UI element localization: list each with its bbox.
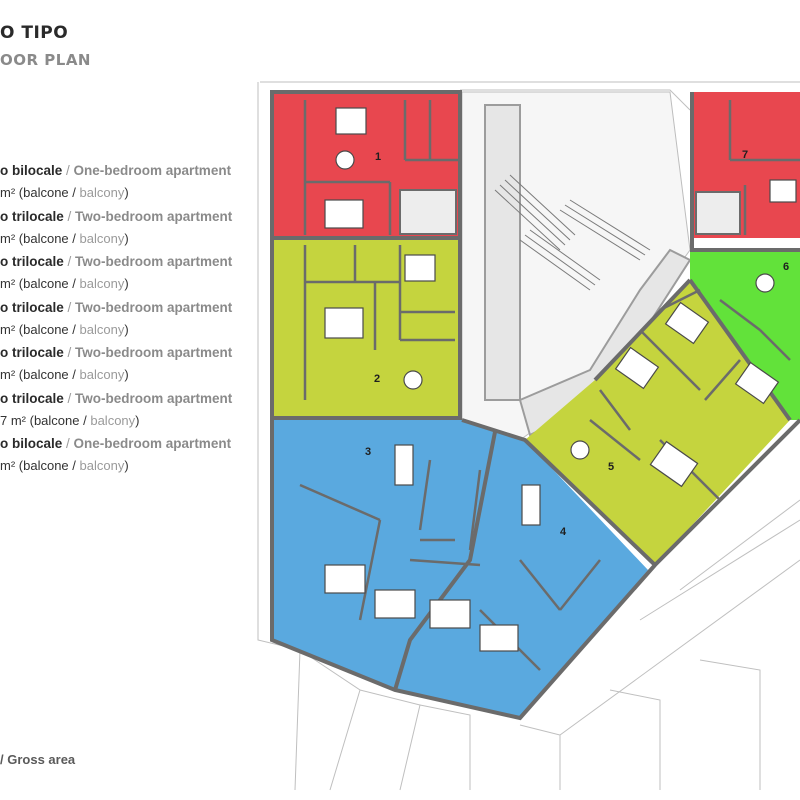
legend-type-it: o trilocale — [0, 345, 64, 360]
legend-type-it: o bilocale — [0, 163, 63, 178]
legend-area: m² — [0, 321, 16, 337]
legend-type-en: Two-bedroom apartment — [75, 345, 233, 360]
legend-type-en: One-bedroom apartment — [73, 436, 232, 451]
legend-area: m² — [0, 185, 16, 200]
legend-balcony: balcony — [79, 276, 125, 291]
legend-balcony: balcony — [79, 185, 125, 200]
apartment-5 — [525, 280, 790, 565]
legend-area: m² — [0, 367, 16, 382]
legend-area: m² — [0, 276, 16, 291]
legend-balcony: balcony — [79, 367, 125, 382]
apartment-number-6: 6 — [783, 261, 789, 273]
legend-item-5: o trilocale / Two-bedroom apartment m² (… — [0, 345, 233, 382]
legend-type-en: Two-bedroom apartment — [75, 299, 233, 315]
page-title: O TIPO — [0, 23, 69, 43]
apartment-1 — [272, 92, 460, 238]
legend-balcone: balcone — [23, 321, 69, 337]
apartment-number-3: 3 — [365, 446, 371, 458]
legend-type-it: o trilocale — [0, 254, 64, 269]
legend-item-7: o bilocale / One-bedroom apartment m² (b… — [0, 436, 232, 473]
legend-type-it: o trilocale — [0, 390, 64, 406]
legend-balcony: balcony — [79, 458, 125, 473]
apartment-3 — [272, 420, 495, 690]
apartment-4-area — [395, 432, 648, 718]
floor-plan: 1 2 3 4 5 6 7 — [257, 81, 800, 791]
legend-item-6: o trilocale / Two-bedroom apartment 7 m²… — [0, 390, 233, 428]
legend-item-3: o trilocale / Two-bedroom apartment m² (… — [0, 254, 233, 291]
apartment-number-1: 1 — [375, 151, 381, 163]
legend-balcone: balcone — [23, 230, 69, 246]
legend-type-en: One-bedroom apartment — [73, 163, 232, 178]
apartment-number-4: 4 — [560, 526, 567, 538]
legend-area: m² — [0, 230, 16, 246]
walls — [270, 90, 800, 721]
apartment-6-area — [690, 248, 800, 420]
legend-type-en: Two-bedroom apartment — [75, 254, 233, 269]
apartment-legend: o bilocale / One-bedroom apartment m² (b… — [0, 160, 250, 479]
legend-area: 7 m² — [0, 412, 26, 428]
apartment-5-area — [525, 280, 790, 565]
legend-area: m² — [0, 458, 16, 473]
page-subtitle: OOR PLAN — [0, 51, 91, 69]
apartment-4 — [395, 432, 648, 718]
apartment-6 — [690, 248, 800, 420]
legend-type-en: Two-bedroom apartment — [75, 390, 233, 406]
legend-balcone: balcone — [23, 276, 69, 291]
interior-partitions — [299, 100, 800, 671]
legend-type-it: o trilocale — [0, 208, 64, 224]
legend-type-en: Two-bedroom apartment — [75, 208, 233, 224]
legend-balcone: balcone — [23, 185, 69, 200]
legend-balcone: balcone — [23, 458, 69, 473]
legend-type-it: o trilocale — [0, 299, 64, 315]
legend-item-4: o trilocale / Two-bedroom apartment m² (… — [0, 299, 233, 337]
legend-balcony: balcony — [79, 230, 125, 246]
furniture-tables — [335, 150, 775, 526]
apartment-number-5: 5 — [608, 461, 614, 473]
legend-item-2: o trilocale / Two-bedroom apartment m² (… — [0, 208, 233, 246]
furniture-beds — [324, 107, 797, 652]
legend-balcony: balcony — [79, 321, 125, 337]
legend-item-1: o bilocale / One-bedroom apartment m² (b… — [0, 163, 232, 200]
legend-balcony: balcony — [90, 412, 136, 428]
legend-type-it: o bilocale — [0, 436, 63, 451]
apartment-3-area — [272, 420, 495, 690]
legend-balcone: balcone — [23, 367, 69, 382]
apartment-labels: 1 2 3 4 5 6 7 — [365, 149, 789, 538]
apartment-number-7: 7 — [742, 149, 748, 161]
legend-balcone: balcone — [33, 412, 80, 428]
gross-area-note: / Gross area — [0, 752, 76, 767]
apartment-number-2: 2 — [374, 373, 380, 385]
